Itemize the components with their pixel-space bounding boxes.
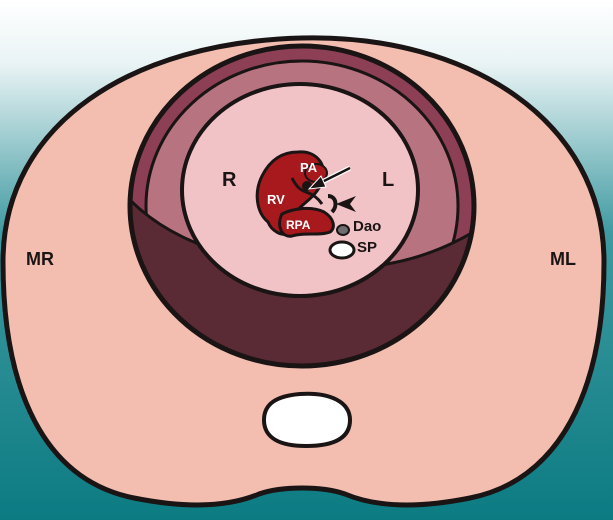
- label-sp: SP: [357, 239, 377, 256]
- pa-dot: [302, 181, 312, 191]
- label-rpa: RPA: [286, 218, 311, 232]
- label-rv: RV: [267, 192, 285, 207]
- label-dao: Dao: [353, 218, 381, 235]
- label-pa: PA: [300, 160, 318, 175]
- label-ml: ML: [550, 249, 576, 269]
- label-r: R: [222, 169, 237, 191]
- spine-vertebra: [264, 394, 350, 446]
- label-mr: MR: [26, 249, 54, 269]
- label-l: L: [382, 169, 394, 191]
- dao-vessel: [337, 225, 349, 235]
- sp-structure: [330, 242, 354, 258]
